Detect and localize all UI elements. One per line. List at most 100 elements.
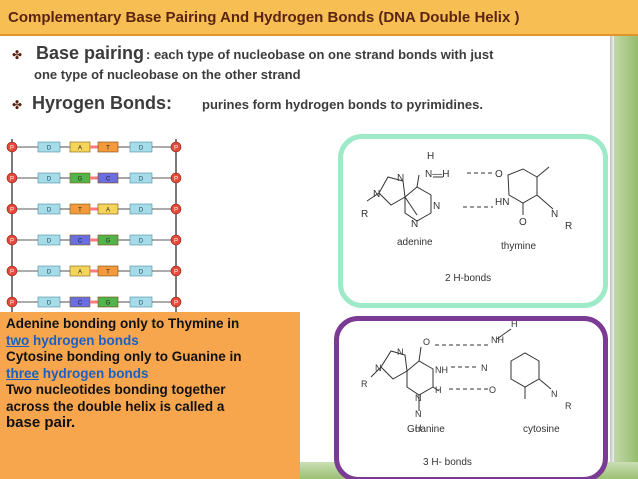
- atom-o: O: [423, 337, 430, 347]
- phosphate-label: P: [174, 239, 178, 245]
- base-right-label: T: [106, 146, 110, 152]
- green-side-band: [614, 36, 638, 479]
- sugar-label: D: [47, 208, 52, 214]
- sugar-label: D: [47, 177, 52, 183]
- base-right-label: G: [106, 239, 111, 245]
- phosphate-right: [170, 141, 182, 153]
- atom-hn: HN: [495, 197, 509, 208]
- adenine-thymine-structure: H N—H N N N N R O HN O N R: [361, 151, 572, 232]
- sugar-label: D: [47, 301, 52, 307]
- at-bond-count: 2 H-bonds: [445, 273, 492, 284]
- sugar-label: D: [47, 239, 52, 245]
- phosphate-label: P: [10, 301, 14, 307]
- gc-bond-count: 3 H- bonds: [423, 457, 472, 468]
- base-left-label: C: [78, 239, 83, 245]
- note-line-7: base pair.: [6, 414, 76, 431]
- base-right-label: A: [106, 208, 110, 214]
- bullet-flower-icon: ✤: [12, 98, 23, 112]
- bullet-hydrogen-bonds-heading: Hyrogen Bonds:: [32, 93, 173, 113]
- phosphate-label: P: [10, 208, 14, 214]
- note-hydrogen-bonds-1: hydrogen bonds: [33, 332, 139, 348]
- phosphate-label: P: [10, 146, 14, 152]
- phosphate-label: P: [174, 301, 178, 307]
- sugar-label: D: [139, 239, 144, 245]
- slide-title: Complementary Base Pairing And Hydrogen …: [8, 9, 520, 26]
- base-right-label: C: [106, 177, 111, 183]
- phosphate-label: P: [10, 239, 14, 245]
- note-line-1: Adenine bonding only to Thymine in: [6, 316, 240, 331]
- note-hydrogen-bonds-2: hydrogen bonds: [42, 365, 149, 381]
- sugar-label: D: [139, 270, 144, 276]
- atom-h: H: [435, 385, 442, 395]
- phosphate-label: P: [174, 177, 178, 183]
- hydrogen-bond: [90, 238, 98, 242]
- note-three: three: [6, 365, 40, 381]
- atom-h: H: [511, 321, 518, 329]
- phosphate-label: P: [10, 177, 14, 183]
- summary-text: Adenine bonding only to Thymine in two h…: [6, 316, 242, 432]
- summary-note: Adenine bonding only to Thymine in two h…: [0, 312, 300, 479]
- base-right-label: G: [106, 301, 111, 307]
- note-two: two: [6, 332, 30, 348]
- gc-pair-panel: H NH O N N NH N N H O N H R N R Guanine …: [334, 316, 608, 479]
- atom-nh: NH: [435, 365, 448, 375]
- note-line-4: three hydrogen bonds: [6, 366, 242, 383]
- sugar-label: D: [139, 208, 144, 214]
- hydrogen-bond: [90, 300, 98, 304]
- phosphate-label: P: [174, 270, 178, 276]
- phosphate-right: [170, 234, 182, 246]
- atom-n: N: [415, 393, 422, 403]
- atom-nh: N—H: [425, 169, 449, 180]
- atom-n: N: [481, 363, 488, 373]
- atom-o: O: [495, 169, 503, 180]
- atom-n: N: [433, 201, 440, 212]
- note-line-3: Cytosine bonding only to Guanine in: [6, 349, 242, 364]
- bullet-base-pairing-heading: Base pairing: [36, 43, 145, 63]
- bullet-base-pairing-text-cont: one type of nucleobase on the other stra…: [34, 67, 301, 82]
- base-left-label: T: [78, 208, 82, 214]
- sugar-label: D: [47, 146, 52, 152]
- base-left-label: G: [78, 177, 83, 183]
- atom-n: N: [397, 347, 404, 357]
- atom-nh: NH: [491, 335, 504, 345]
- thymine-label: thymine: [501, 241, 537, 252]
- content-shadow: [610, 36, 615, 462]
- atom-r: R: [565, 401, 572, 411]
- atom-n: N: [397, 173, 404, 184]
- base-left-label: A: [78, 270, 82, 276]
- sugar-label: D: [47, 270, 52, 276]
- atom-o: O: [489, 385, 496, 395]
- atom-n: N: [375, 363, 382, 373]
- base-right-label: T: [106, 270, 110, 276]
- atom-o: O: [519, 217, 527, 228]
- phosphate-label: P: [174, 146, 178, 152]
- cytosine-label: cytosine: [523, 424, 560, 435]
- atom-h: H: [427, 151, 434, 162]
- phosphate-right: [170, 203, 182, 215]
- atom-r: R: [361, 209, 368, 220]
- phosphate-label: P: [10, 270, 14, 276]
- hydrogen-bond: [90, 176, 98, 180]
- guanine-label: Guanine: [407, 424, 445, 435]
- atom-n: N: [373, 189, 380, 200]
- atom-n: N: [415, 409, 422, 419]
- base-left-label: A: [78, 146, 82, 152]
- atom-n: N: [411, 219, 418, 230]
- note-line-2: two hydrogen bonds: [6, 333, 242, 350]
- sugar-label: D: [139, 146, 144, 152]
- bullet-base-pairing-text: : each type of nucleobase on one strand …: [146, 47, 494, 62]
- bullet-hydrogen-bonds-text: purines form hydrogen bonds to pyrimidin…: [202, 97, 483, 112]
- note-line-6: across the double helix is called a: [6, 398, 225, 414]
- atom-r: R: [565, 221, 572, 232]
- hydrogen-bond: [90, 269, 98, 273]
- guanine-cytosine-structure: H NH O N N NH N N H O N H R N R: [361, 321, 572, 433]
- phosphate-label: P: [174, 208, 178, 214]
- atom-r: R: [361, 379, 368, 389]
- hydrogen-bond: [90, 207, 98, 211]
- bullet-flower-icon: ✤: [12, 48, 23, 62]
- phosphate-right: [170, 296, 182, 308]
- sugar-label: D: [139, 301, 144, 307]
- phosphate-right: [170, 172, 182, 184]
- at-pair-panel: H N—H N N N N R O HN O N R adenine thymi…: [338, 134, 608, 308]
